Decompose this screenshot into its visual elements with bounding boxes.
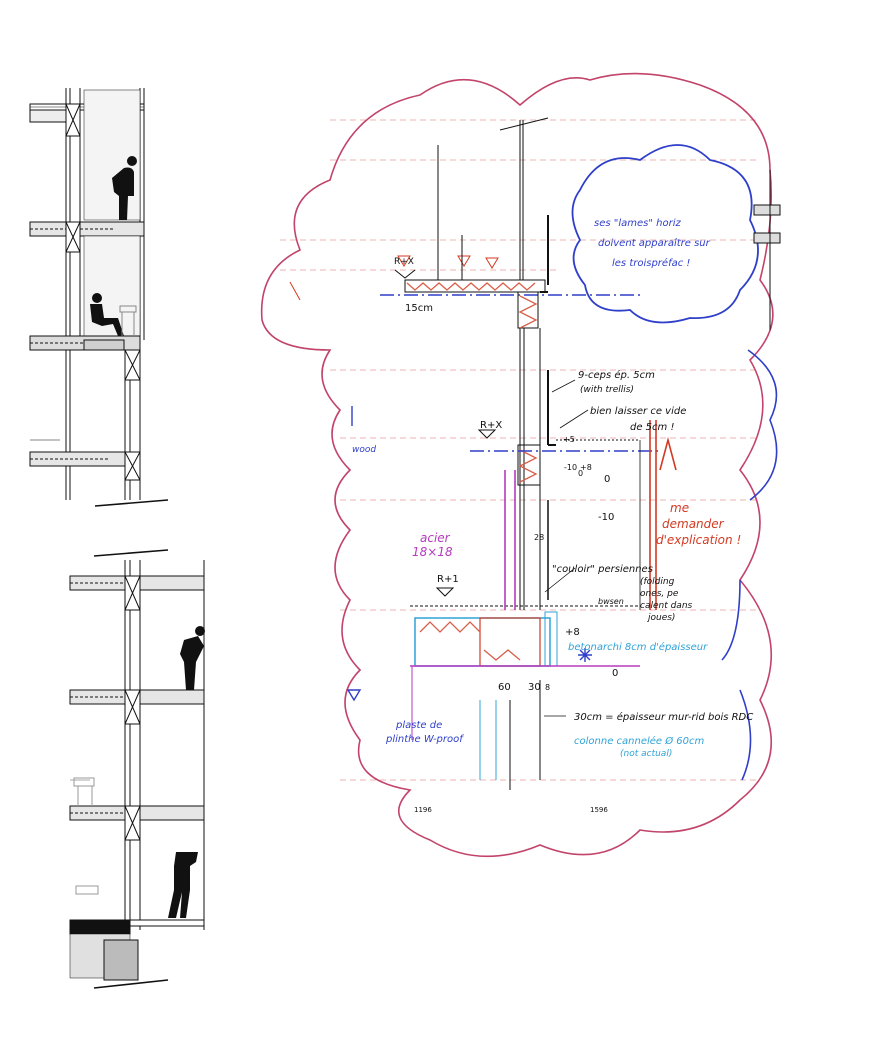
- middle-slab-detail: [470, 439, 660, 610]
- note-plinth-2: plinthe W-proof: [385, 734, 464, 745]
- frame-number-left: 1196: [414, 806, 432, 814]
- level-zero-a: 0: [604, 474, 610, 485]
- leader-lines: [544, 379, 589, 717]
- dim-60: 60: [498, 682, 511, 693]
- dim-minus10-b: -10: [564, 463, 577, 472]
- note-ask-3: d'explication !: [656, 533, 741, 547]
- chair-icon: [119, 305, 137, 336]
- red-callout-arrow: [649, 420, 677, 610]
- sketch-background-grid: [280, 119, 760, 781]
- note-void-2: de 5cm !: [630, 422, 674, 433]
- note-bubble: [571, 144, 759, 324]
- magenta-steel-column: [504, 470, 516, 610]
- vertical-members: [437, 117, 549, 790]
- bubble-line-3: les troispréfac !: [612, 257, 690, 269]
- leaning-person-icon: [180, 626, 205, 690]
- dim-minus10: -10: [598, 512, 614, 523]
- note-couloir-2: (folding: [640, 577, 675, 587]
- level-zero-c: 0: [578, 469, 583, 478]
- note-steel-dim: 18×18: [412, 545, 453, 559]
- note-ask-1: me: [670, 501, 689, 515]
- upper-slab-detail: [289, 255, 640, 329]
- slab-thickness-label: 15cm: [405, 303, 433, 314]
- note-couloir-5: joues): [646, 613, 675, 623]
- note-couloir-3: ones, pe: [640, 589, 679, 599]
- note-column-2: (not actual): [620, 749, 672, 759]
- note-steel: acier: [420, 531, 451, 545]
- right-blue-cloud-edge: [721, 349, 778, 781]
- lower-wall-section: [69, 549, 205, 989]
- note-void: bien laisser ce vide: [590, 406, 686, 417]
- note-concrete: betonarchi 8cm d'épaisseur: [568, 641, 708, 653]
- note-ask-2: demander: [662, 517, 725, 531]
- furniture-icons: [73, 777, 99, 895]
- note-bwsen: bwsen: [598, 597, 624, 606]
- note-gaps-2: (with trellis): [580, 385, 634, 395]
- note-column: colonne cannelée Ø 60cm: [574, 735, 705, 747]
- level-label-lower: R+1: [437, 574, 459, 585]
- lower-slab-detail: [410, 605, 640, 780]
- standing-person-icon: [112, 156, 137, 220]
- level-markers: [394, 269, 497, 597]
- dim-plus8: +8: [580, 463, 592, 472]
- level-label-middle: R+X: [480, 420, 502, 431]
- dim-plus5: +5: [563, 435, 575, 444]
- dim-plus8-b: +8: [565, 627, 580, 638]
- dim-28: 28: [534, 533, 544, 542]
- level-zero-b: 0: [612, 668, 618, 679]
- level-label-top: R+X: [394, 257, 414, 267]
- stretching-person-icon: [168, 852, 198, 918]
- seated-person-icon: [90, 293, 124, 336]
- note-wood: wood: [352, 445, 376, 455]
- frame-number-right: 1596: [590, 806, 608, 814]
- upper-wall-section: [29, 88, 169, 507]
- note-plinth: plaste de: [395, 720, 442, 731]
- dim-30: 30: [528, 682, 541, 693]
- note-couloir-4: calent dans: [640, 601, 693, 611]
- note-wall-thickness: 30cm = épaisseur mur-rid bois RDC: [574, 711, 753, 723]
- right-edge-section: [753, 170, 781, 330]
- dim-8: 8: [545, 683, 550, 692]
- note-gaps: 9-ceps ép. 5cm: [578, 369, 655, 381]
- bubble-line-1: ses "lames" horiz: [594, 218, 681, 229]
- bubble-line-2: doivent apparaître sur: [598, 237, 711, 249]
- side-annotation-marks: [346, 406, 592, 702]
- note-couloir: "couloir" persiennes: [552, 564, 653, 575]
